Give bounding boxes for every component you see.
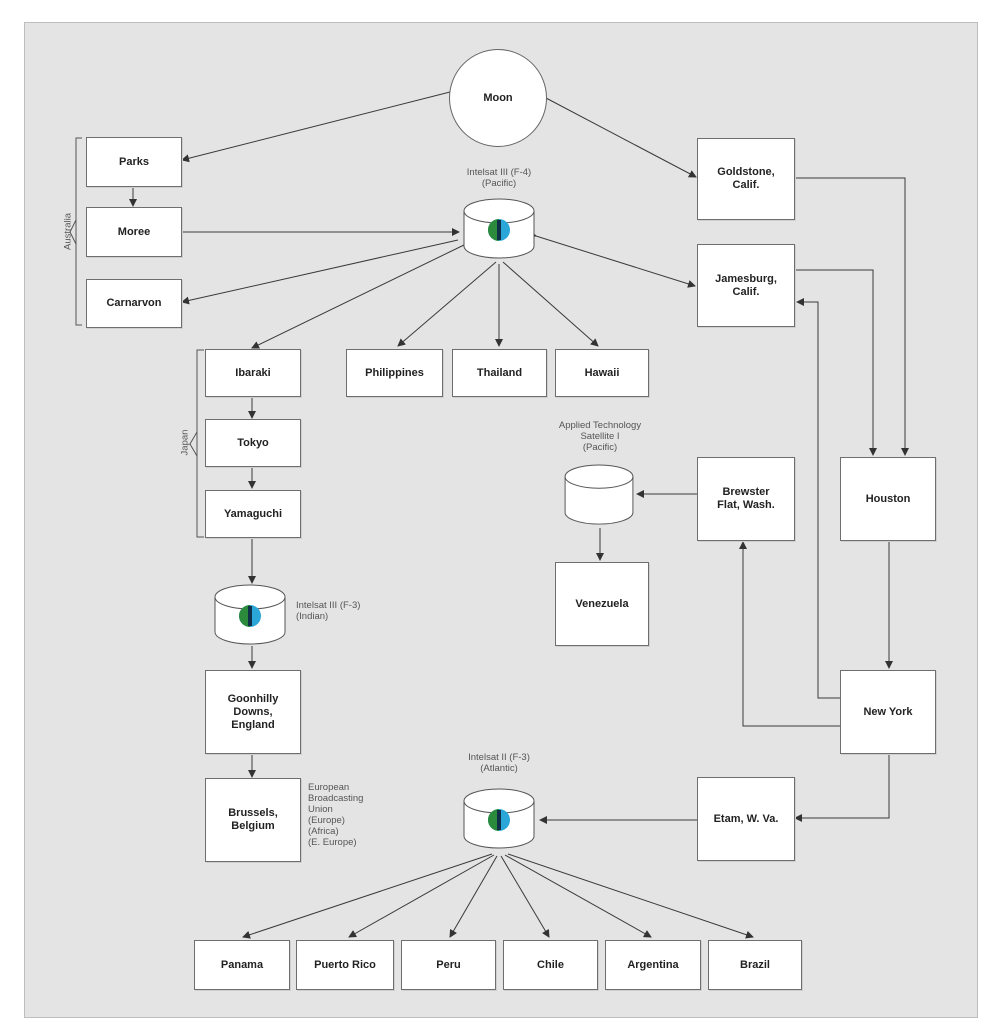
brazil-node: Brazil (708, 940, 802, 990)
thailand-node: Thailand (452, 349, 547, 397)
ats-satellite-icon (564, 464, 634, 525)
moree-node: Moree (86, 207, 182, 257)
tokyo-node: Tokyo (205, 419, 301, 467)
panama-node: Panama (194, 940, 290, 990)
jamesburg-node: Jamesburg, Calif. (697, 244, 795, 327)
australia-bracket (75, 137, 82, 326)
goldstone-node: Goldstone, Calif. (697, 138, 795, 220)
indian-satellite-caption: Intelsat III (F-3) (Indian) (296, 600, 361, 622)
pacific-sat-to-philippines-line (397, 261, 497, 347)
atlantic-to-brazil-line (507, 853, 754, 939)
goonhilly-node: Goonhilly Downs, England (205, 670, 301, 754)
pacific-sat-jamesburg-line (528, 230, 696, 288)
diagram-sheet (24, 22, 978, 1018)
moon-node: Moon (449, 49, 547, 147)
japan-bracket-notch (189, 431, 198, 457)
new-york-to-etam-line (794, 752, 890, 822)
chile-node: Chile (503, 940, 598, 990)
atlantic-to-peru-line (449, 855, 498, 938)
atlantic-to-argentina-line (504, 854, 652, 938)
pacific-satellite-caption: Intelsat III (F-4) (Pacific) (466, 167, 532, 189)
japan-bracket (196, 349, 204, 538)
yamaguchi-node: Yamaguchi (205, 490, 301, 538)
philippines-node: Philippines (346, 349, 443, 397)
pacific-sat-to-ibaraki-line (251, 243, 467, 349)
argentina-node: Argentina (605, 940, 701, 990)
pacific-sat-to-carnarvon-line (181, 239, 459, 305)
new-york-to-brewster-line (739, 541, 840, 727)
atlantic-to-chile-line (500, 855, 550, 938)
atlantic-satellite-icon (463, 788, 535, 849)
venezuela-node: Venezuela (555, 562, 649, 646)
atlantic-to-panama-line (242, 853, 493, 939)
brussels-node: Brussels, Belgium (205, 778, 301, 862)
peru-node: Peru (401, 940, 496, 990)
new-york-node: New York (840, 670, 936, 754)
japan-group-label: Japan (179, 429, 191, 456)
moon-to-goldstone-line (545, 97, 697, 178)
hawaii-node: Hawaii (555, 349, 649, 397)
puerto-rico-node: Puerto Rico (296, 940, 394, 990)
carnarvon-node: Carnarvon (86, 279, 182, 328)
moon-to-parks-line (181, 91, 451, 163)
new-york-to-jamesburg-line (796, 298, 840, 699)
ats-satellite-caption: Applied Technology Satellite I (Pacific) (558, 420, 642, 453)
atlantic-satellite-caption: Intelsat II (F-3) (Atlantic) (468, 752, 530, 774)
etam-node: Etam, W. Va. (697, 777, 795, 861)
european-broadcasting-note: European Broadcasting Union (Europe) (Af… (308, 782, 364, 848)
parks-node: Parks (86, 137, 182, 187)
ibaraki-node: Ibaraki (205, 349, 301, 397)
jamesburg-to-houston-line (796, 269, 877, 456)
pacific-sat-to-hawaii-line (502, 261, 599, 347)
pacific-satellite-icon (463, 198, 535, 259)
goldstone-to-houston-line (793, 177, 909, 456)
houston-node: Houston (840, 457, 936, 541)
australia-group-label: Australia (62, 213, 74, 250)
brewster-node: Brewster Flat, Wash. (697, 457, 795, 541)
indian-satellite-icon (214, 584, 286, 645)
australia-bracket-notch (69, 219, 77, 245)
atlantic-to-puerto-rico-line (348, 854, 495, 938)
